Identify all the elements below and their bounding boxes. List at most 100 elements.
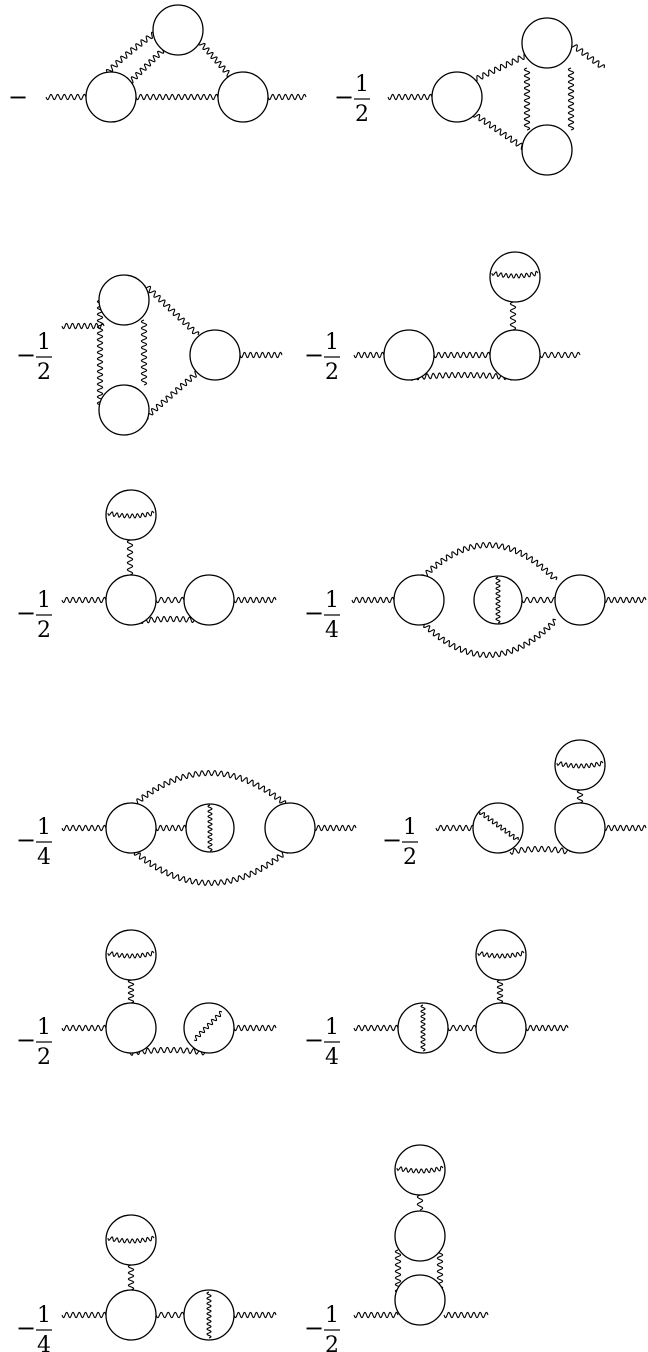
external-photon-left [387,93,433,101]
coefficient-sign: − [304,599,324,627]
loop-bubble [489,329,541,381]
photon-propagator [127,1264,135,1291]
external-photon-left [61,596,107,604]
external-photon-right [233,1311,277,1319]
inner-photon [420,1004,426,1052]
coefficient-numerator: 1 [325,1015,339,1040]
loop-bubble [394,1210,446,1262]
photon-propagator [509,845,571,855]
loop-bubble [85,71,137,123]
photon-propagator [473,52,528,83]
external-photon-right [603,824,647,832]
inner-photon [396,1165,444,1174]
coefficient-denominator: 2 [37,618,51,643]
coefficient-numerator: 1 [37,1015,51,1040]
coefficient-sign: − [8,83,28,111]
external-photon-left [435,824,475,832]
photon-propagator [523,67,531,131]
loop-bubble [521,17,573,69]
inner-photon [479,811,519,841]
coefficient-denominator: 4 [37,845,51,870]
inner-photon [107,1235,155,1244]
loop-bubble [105,802,157,854]
photon-propagator [155,1311,185,1319]
coefficient-sign: − [382,826,402,854]
loop-bubble [394,1274,446,1326]
loop-bubble [431,71,483,123]
photon-propagator [416,1194,424,1211]
loop-bubble [475,1002,527,1054]
external-photon-right [313,824,357,832]
coefficient-denominator: 2 [325,360,339,385]
external-photon-left [61,1311,107,1319]
loop-bubble [105,1002,157,1054]
external-photon-left [61,824,107,832]
inner-photon [193,1010,223,1042]
photon-propagator [135,93,219,101]
coefficient-denominator: 2 [37,1045,51,1070]
external-photon-right [233,596,277,604]
loop-bubble [105,574,157,626]
coefficient-numerator: 1 [37,588,51,613]
coefficient-numerator: 1 [325,1303,339,1328]
photon-propagator [473,113,528,151]
photon-propagator [409,371,517,381]
loop-bubble [98,274,150,326]
loop-bubble [554,802,606,854]
inner-photon [206,1291,212,1339]
photon-propagator [521,596,557,604]
loop-bubble [521,124,573,176]
coefficient-sign: − [304,1314,324,1342]
loop-bubble [189,329,241,381]
external-photon-right [239,351,283,359]
inner-photon [491,270,539,279]
external-photon-right [233,1024,277,1032]
photon-propagator [140,319,148,386]
coefficient-sign: − [16,826,36,854]
photon-propagator [104,28,161,77]
photon-propagator [128,846,291,887]
loop-bubble [554,574,606,626]
coefficient-sign: − [334,83,354,111]
coefficient-sign: − [304,1026,324,1054]
coefficient-denominator: 4 [37,1333,51,1352]
photon-propagator [143,284,200,336]
coefficient-numerator: 1 [325,330,339,355]
photon-propagator [155,596,185,604]
photon-propagator [126,539,134,576]
photon-propagator [96,299,104,409]
inner-photon [495,576,501,624]
loop-bubble [217,71,269,123]
coefficient-numerator: 1 [37,1303,51,1328]
photon-propagator [198,41,234,79]
coefficient-sign: − [304,341,324,369]
photon-propagator [129,1046,209,1056]
inner-photon [107,950,155,959]
coefficient-denominator: 4 [325,1045,339,1070]
photon-propagator [447,1024,477,1032]
external-photon-right [539,351,581,359]
external-photon-left [353,1024,399,1032]
photon-propagator [418,618,557,659]
photon-propagator [127,979,135,1004]
loop-bubbles [85,4,606,1341]
loop-bubble [472,802,524,854]
loop-bubble [183,574,235,626]
loop-bubble [98,384,150,436]
inner-photon [207,804,213,852]
photon-propagator [419,541,558,582]
photon-propagator [433,351,491,359]
coefficient-numerator: 1 [37,815,51,840]
external-photon-left [61,1024,107,1032]
propagator-lines [45,28,647,1319]
external-photon-left [61,322,105,330]
external-photon-left [353,351,385,359]
external-photon-right [603,596,647,604]
external-photon-right [525,1024,569,1032]
inner-photon [556,760,604,769]
coefficient-sign: − [16,1314,36,1342]
coefficient-denominator: 2 [355,102,369,127]
loop-bubble [152,4,204,56]
